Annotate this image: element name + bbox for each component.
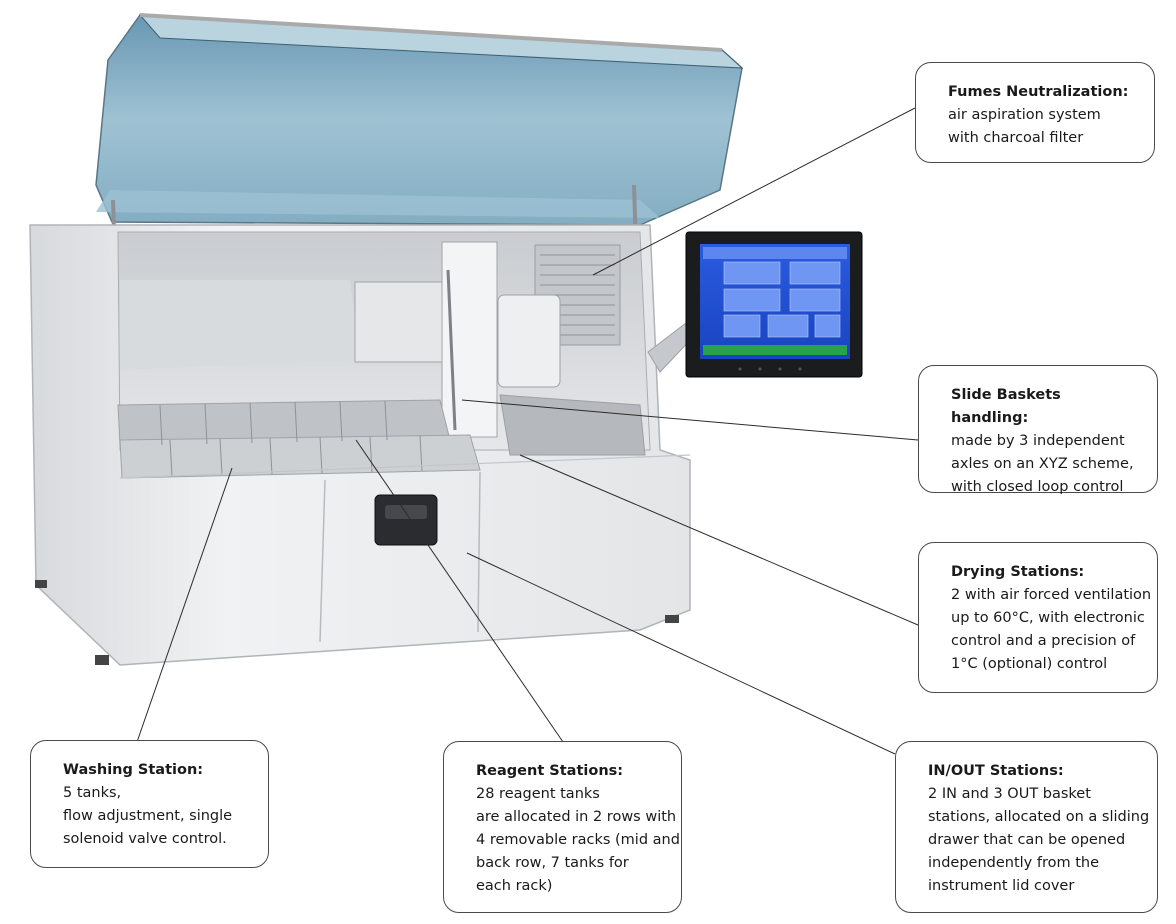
callout-inout: IN/OUT Stations: 2 IN and 3 OUT basket s… (895, 741, 1158, 913)
callout-reagent: Reagent Stations: 28 reagent tanks are a… (443, 741, 682, 913)
callout-line: instrument lid cover (928, 878, 1075, 894)
callout-title: Fumes Neutralization: (948, 84, 1129, 100)
callout-line: flow adjustment, single (63, 808, 233, 824)
lid (95, 13, 744, 226)
callout-washing: Washing Station: 5 tanks, flow adjustmen… (30, 740, 269, 868)
callout-line: air aspiration system (948, 107, 1101, 123)
callout-line: axles on an XYZ scheme, (951, 456, 1134, 472)
callout-line: are allocated in 2 rows with (476, 809, 677, 825)
callout-line: solenoid valve control. (63, 831, 227, 847)
callout-title: Slide Baskets handling: (951, 387, 1061, 426)
callout-line: 1°C (optional) control (951, 656, 1108, 672)
callout-line: each rack) (476, 878, 553, 894)
leader-lines (136, 107, 919, 755)
callout-line: independently from the (928, 855, 1100, 871)
callout-line: with closed loop control (951, 479, 1124, 495)
callout-drying: Drying Stations: 2 with air forced venti… (918, 542, 1158, 693)
callout-line: drawer that can be opened (928, 832, 1126, 848)
callout-line: with charcoal filter (948, 130, 1084, 146)
callout-fumes: Fumes Neutralization: air aspiration sys… (915, 62, 1155, 163)
callout-line: 4 removable racks (mid and (476, 832, 680, 848)
callout-line: made by 3 independent (951, 433, 1125, 449)
callout-baskets: Slide Baskets handling: made by 3 indepe… (918, 365, 1158, 495)
callout-title: Washing Station: (63, 762, 204, 778)
callout-line: 5 tanks, (63, 785, 122, 801)
callout-line: control and a precision of (951, 633, 1136, 649)
monitor (685, 231, 863, 378)
callout-line: stations, allocated on a sliding (928, 809, 1150, 825)
callout-title: IN/OUT Stations: (928, 763, 1064, 779)
callout-line: 28 reagent tanks (476, 786, 600, 802)
callout-title: Reagent Stations: (476, 763, 624, 779)
callout-line: back row, 7 tanks for (476, 855, 629, 871)
callout-title: Drying Stations: (951, 564, 1085, 580)
callout-line: up to 60°C, with electronic (951, 610, 1145, 626)
callout-line: 2 with air forced ventilation (951, 587, 1152, 603)
callout-line: 2 IN and 3 OUT basket (928, 786, 1091, 802)
